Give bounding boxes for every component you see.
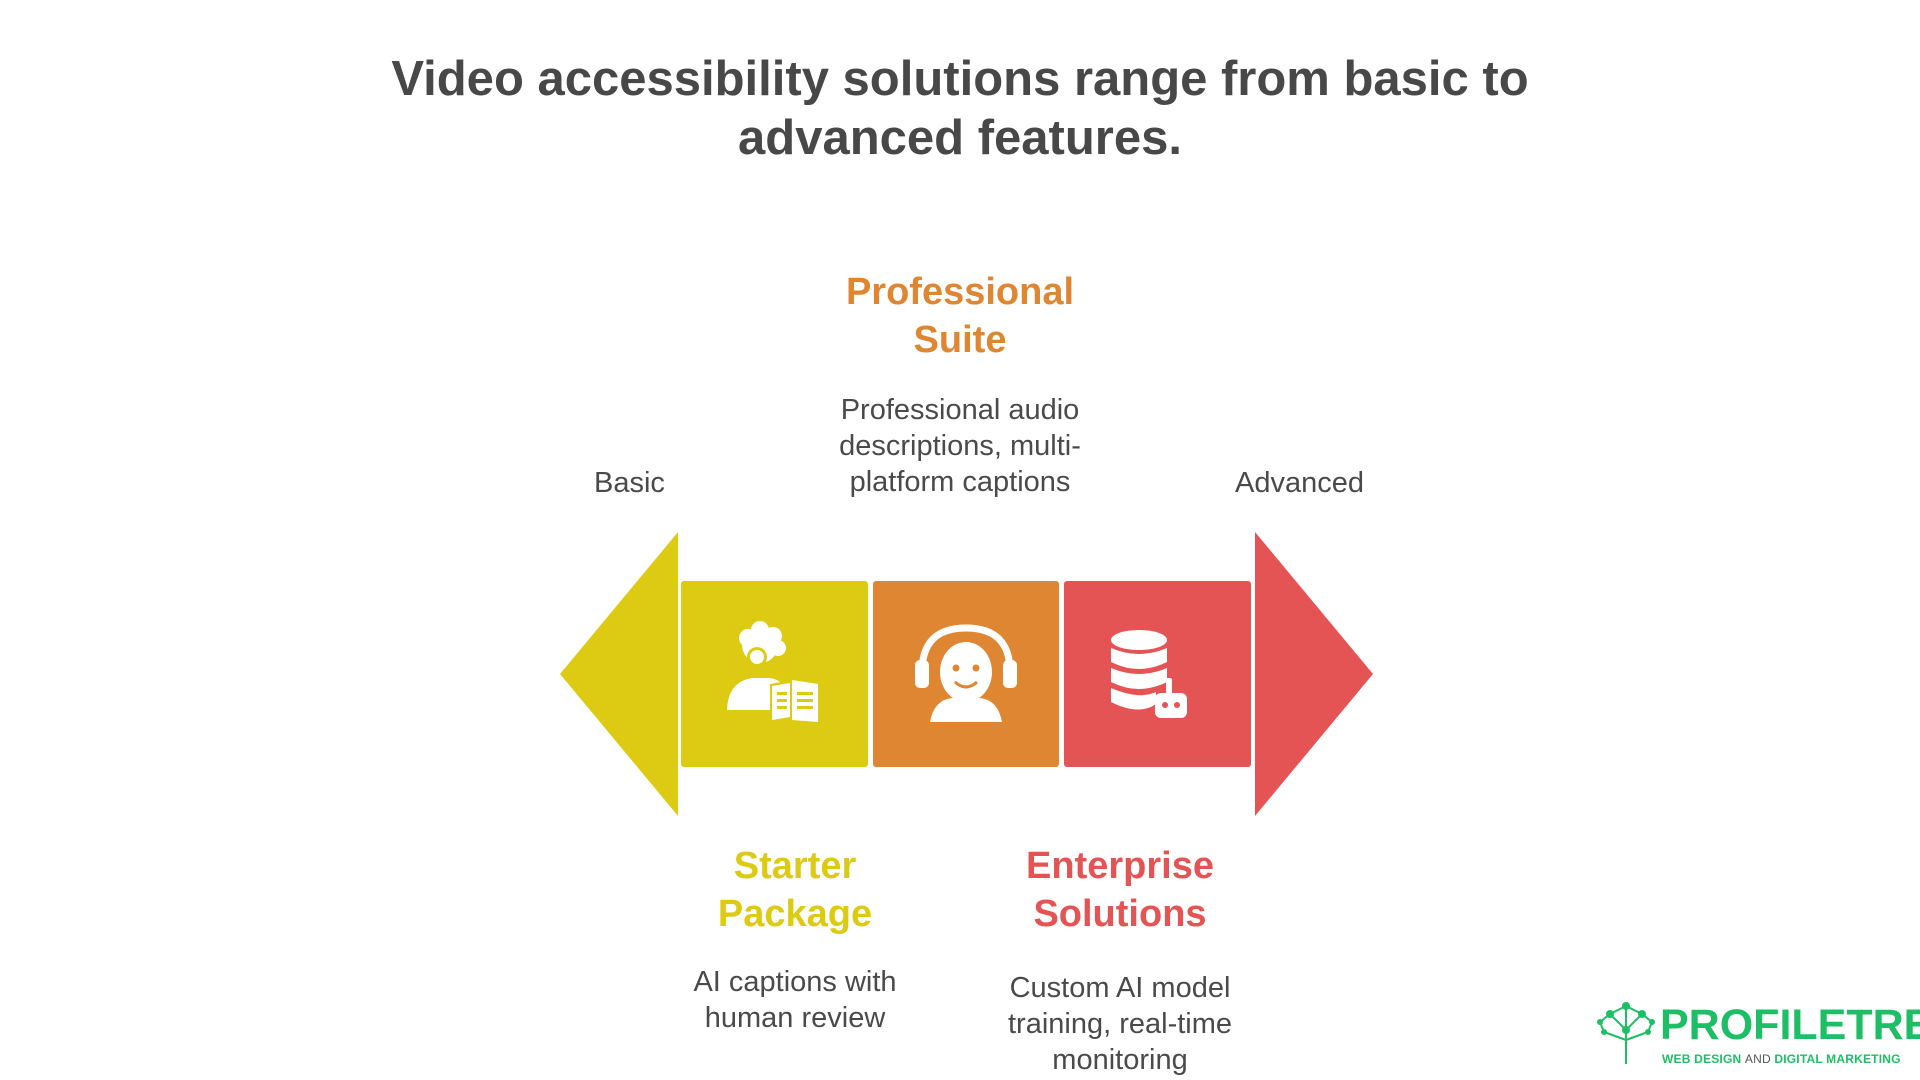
logo-tagline-part3: DIGITAL MARKETING — [1770, 1052, 1901, 1066]
profiletree-logo: PROFILETREE WEB DESIGN AND DIGITAL MARKE… — [1596, 1000, 1920, 1070]
headphones-person-icon — [915, 624, 1017, 722]
logo-tagline-part1: WEB DESIGN — [1662, 1052, 1745, 1066]
reading-person-icon — [727, 621, 818, 724]
professional-title-line2: Suite — [913, 319, 1007, 361]
enterprise-title-line1: Enterprise — [1026, 845, 1214, 887]
basic-label: Basic — [594, 467, 665, 499]
enterprise-title-line2: Solutions — [1033, 893, 1207, 935]
starter-desc-line2: human review — [704, 1002, 886, 1034]
professional-desc-line3: platform captions — [849, 466, 1071, 498]
page-title: Video accessibility solutions range from… — [391, 52, 1529, 165]
right-arrowhead — [1255, 532, 1373, 816]
enterprise-solutions-description: Custom AI model training, real-time moni… — [970, 970, 1270, 1078]
starter-block — [681, 581, 868, 767]
starter-package-description: AI captions with human review — [655, 964, 935, 1036]
left-arrowhead — [560, 532, 678, 816]
logo-tagline-part2: AND — [1744, 1052, 1771, 1066]
professional-suite-description: Professional audio descriptions, multi- … — [800, 392, 1120, 500]
enterprise-desc-line1: Custom AI model — [1009, 972, 1231, 1004]
logo-tagline: WEB DESIGN AND DIGITAL MARKETING — [1662, 1052, 1901, 1066]
enterprise-solutions-title: Enterprise Solutions — [975, 842, 1265, 938]
logo-wordmark: PROFILETREE — [1660, 1002, 1920, 1048]
starter-title-line1: Starter — [733, 845, 857, 887]
starter-title-line2: Package — [717, 893, 873, 935]
professional-suite-title: Professional Suite — [820, 268, 1100, 364]
professional-title-line1: Professional — [845, 271, 1075, 313]
professional-desc-line1: Professional audio — [840, 394, 1080, 426]
database-robot-icon — [1111, 630, 1187, 718]
starter-package-title: Starter Package — [660, 842, 930, 938]
logo-name-tree: TREE — [1846, 1001, 1920, 1049]
enterprise-desc-line2: training, real-time — [1007, 1008, 1233, 1040]
starter-desc-line1: AI captions with — [693, 966, 897, 998]
logo-name-profile: PROFILE — [1660, 1001, 1847, 1049]
professional-desc-line2: descriptions, multi- — [839, 430, 1081, 462]
tree-network-icon — [1597, 1002, 1655, 1064]
enterprise-desc-line3: monitoring — [1052, 1044, 1188, 1076]
advanced-label: Advanced — [1235, 467, 1364, 499]
